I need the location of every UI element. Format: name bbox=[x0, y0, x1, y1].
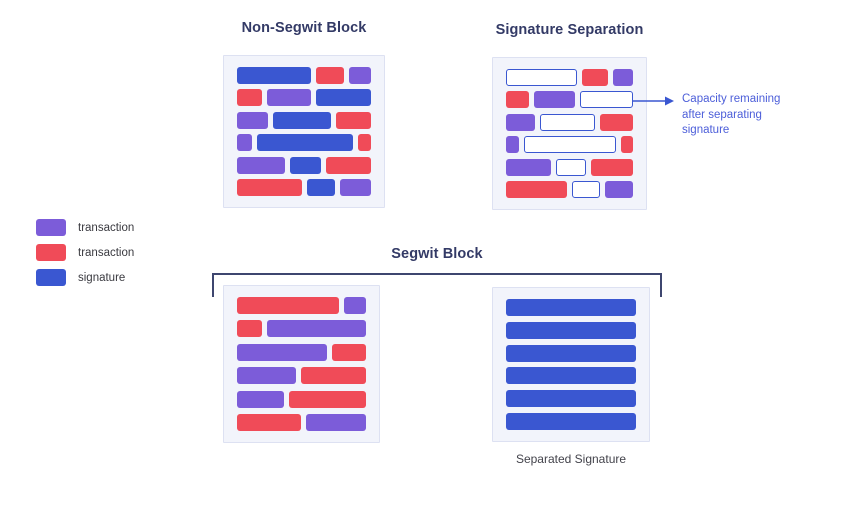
segwit-transactions-block bbox=[223, 285, 380, 443]
bar-row bbox=[506, 136, 633, 154]
signature-bar bbox=[273, 111, 331, 129]
bar-row bbox=[237, 111, 371, 129]
bar-row bbox=[237, 297, 366, 314]
transaction-bar bbox=[237, 111, 269, 129]
signature-separation-title: Signature Separation bbox=[495, 22, 644, 38]
capacity-remaining-bar bbox=[555, 158, 586, 176]
blue-swatch bbox=[36, 269, 66, 286]
separated-signature-label: Separated Signature bbox=[515, 452, 627, 466]
capacity-remaining-annotation: Capacity remaining after separating sign… bbox=[682, 93, 781, 136]
bar-row bbox=[506, 412, 636, 430]
transaction-bar bbox=[506, 136, 520, 154]
capacity-remaining-bar bbox=[506, 69, 577, 86]
bar-row bbox=[237, 320, 366, 338]
transaction-bar bbox=[613, 69, 633, 86]
signature-bar bbox=[315, 89, 371, 107]
bar-row bbox=[237, 89, 371, 107]
transaction-bar bbox=[267, 89, 311, 107]
transaction-bar bbox=[237, 178, 303, 196]
bar-row bbox=[506, 69, 633, 86]
legend-item: signature bbox=[36, 269, 134, 286]
transaction-bar bbox=[600, 113, 633, 131]
transaction-bar bbox=[344, 297, 366, 314]
transaction-bar bbox=[237, 320, 262, 338]
signature-bar bbox=[506, 344, 636, 362]
transaction-bar bbox=[237, 343, 328, 361]
red-swatch bbox=[36, 244, 66, 261]
bar-row bbox=[506, 344, 636, 362]
bar-row bbox=[506, 180, 633, 198]
transaction-bar bbox=[581, 69, 608, 86]
transaction-bar bbox=[237, 367, 296, 385]
transaction-bar bbox=[237, 134, 252, 152]
legend-item: transaction bbox=[36, 219, 134, 236]
separated-signature-block bbox=[492, 287, 650, 442]
transaction-bar bbox=[506, 180, 567, 198]
bar-row bbox=[237, 390, 366, 408]
legend-label: transaction bbox=[78, 246, 135, 259]
transaction-bar bbox=[357, 134, 371, 152]
transaction-bar bbox=[340, 178, 371, 196]
bar-row bbox=[506, 91, 634, 109]
transaction-bar bbox=[266, 320, 366, 338]
signature-bar bbox=[290, 156, 321, 174]
transaction-bar bbox=[604, 180, 633, 198]
bar-row bbox=[237, 134, 371, 152]
transaction-bar bbox=[590, 158, 633, 176]
transaction-bar bbox=[305, 413, 366, 431]
legend-label: transaction bbox=[78, 221, 135, 234]
capacity-remaining-bar bbox=[579, 91, 634, 109]
non-segwit-block-title: Non-Segwit Block bbox=[241, 20, 367, 36]
signature-bar bbox=[506, 367, 636, 385]
signature-bar bbox=[506, 321, 636, 339]
transaction-bar bbox=[335, 111, 371, 129]
transaction-bar bbox=[237, 297, 340, 314]
bar-row bbox=[237, 367, 366, 385]
transaction-bar bbox=[237, 413, 301, 431]
bar-row bbox=[506, 321, 636, 339]
capacity-arrow-icon bbox=[633, 96, 674, 106]
transaction-bar bbox=[316, 67, 345, 84]
signature-bar bbox=[506, 412, 636, 430]
segwit-bracket bbox=[212, 273, 662, 297]
bar-row bbox=[506, 367, 636, 385]
transaction-bar bbox=[534, 91, 575, 109]
legend-item: transaction bbox=[36, 244, 134, 261]
transaction-bar bbox=[237, 156, 285, 174]
bar-row bbox=[506, 113, 633, 131]
bar-row bbox=[506, 158, 633, 176]
bar-row bbox=[237, 178, 371, 196]
bar-row bbox=[237, 343, 366, 361]
transaction-bar bbox=[349, 67, 371, 84]
transaction-bar bbox=[325, 156, 371, 174]
non-segwit-block bbox=[223, 55, 385, 208]
transaction-bar bbox=[237, 89, 263, 107]
segwit-block-title: Segwit Block bbox=[391, 246, 483, 262]
capacity-remaining-bar bbox=[524, 136, 616, 154]
signature-bar bbox=[506, 390, 636, 408]
transaction-bar bbox=[506, 113, 536, 131]
transaction-bar bbox=[288, 390, 366, 408]
signature-bar bbox=[256, 134, 353, 152]
transaction-bar bbox=[506, 91, 530, 109]
legend-label: signature bbox=[78, 271, 126, 284]
signature-separation-block bbox=[492, 57, 647, 210]
capacity-remaining-bar bbox=[540, 113, 596, 131]
transaction-bar bbox=[620, 136, 633, 154]
bar-row bbox=[237, 156, 371, 174]
signature-bar bbox=[307, 178, 336, 196]
capacity-remaining-bar bbox=[571, 180, 600, 198]
transaction-bar bbox=[332, 343, 366, 361]
signature-bar bbox=[237, 67, 312, 84]
legend: transaction transaction signature bbox=[36, 219, 134, 294]
bar-row bbox=[237, 67, 371, 84]
bar-row bbox=[237, 413, 366, 431]
bar-row bbox=[506, 299, 636, 316]
bar-row bbox=[506, 390, 636, 408]
transaction-bar bbox=[300, 367, 366, 385]
transaction-bar bbox=[237, 390, 284, 408]
signature-bar bbox=[506, 299, 636, 316]
transaction-bar bbox=[506, 158, 551, 176]
purple-swatch bbox=[36, 219, 66, 236]
